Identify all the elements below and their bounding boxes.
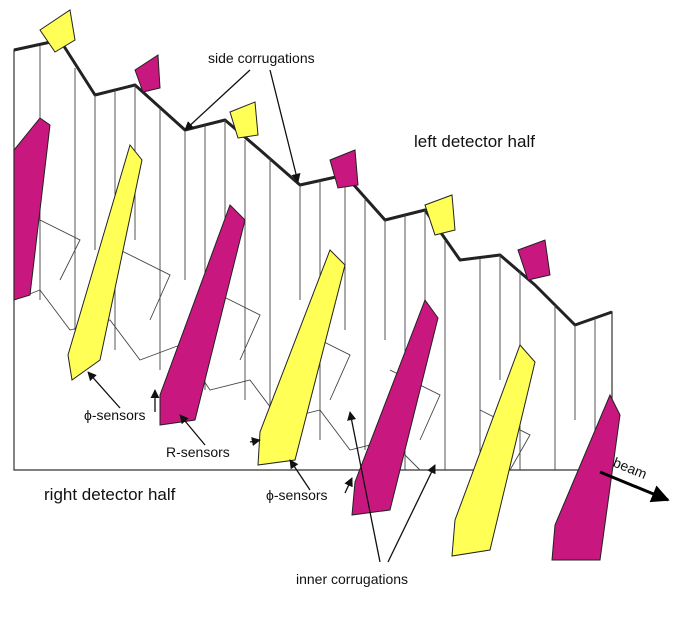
label-phi-sensors-2: ϕ-sensors [266,487,328,503]
annotation-arrows [87,69,436,563]
r-sensor-fin [13,117,51,301]
r-sensor-fin [134,54,161,93]
r-sensor-fin [551,393,621,561]
phi-sensor-fin [229,101,259,139]
phi-sensor-fin [67,143,143,381]
label-phi-sensors-1: ϕ-sensors [84,407,146,423]
r-sensor-fin [517,239,551,281]
label-left-detector-half: left detector half [414,132,535,151]
sensor-fins [13,9,621,561]
label-inner-corrugations: inner corrugations [296,571,408,587]
phi-sensor-fin [451,344,536,557]
phi-sensor-fin [39,9,76,53]
left-detector-box [13,38,613,471]
phi-sensor-fin [424,194,456,236]
r-sensor-fin [351,298,439,516]
label-right-detector-half: right detector half [44,485,176,504]
r-sensor-fin [159,204,246,426]
phi-sensor-fin [257,249,346,466]
beam-arrow [599,470,670,503]
r-sensor-fin [329,149,359,189]
label-r-sensors: R-sensors [166,444,230,460]
label-side-corrugations: side corrugations [208,50,315,66]
